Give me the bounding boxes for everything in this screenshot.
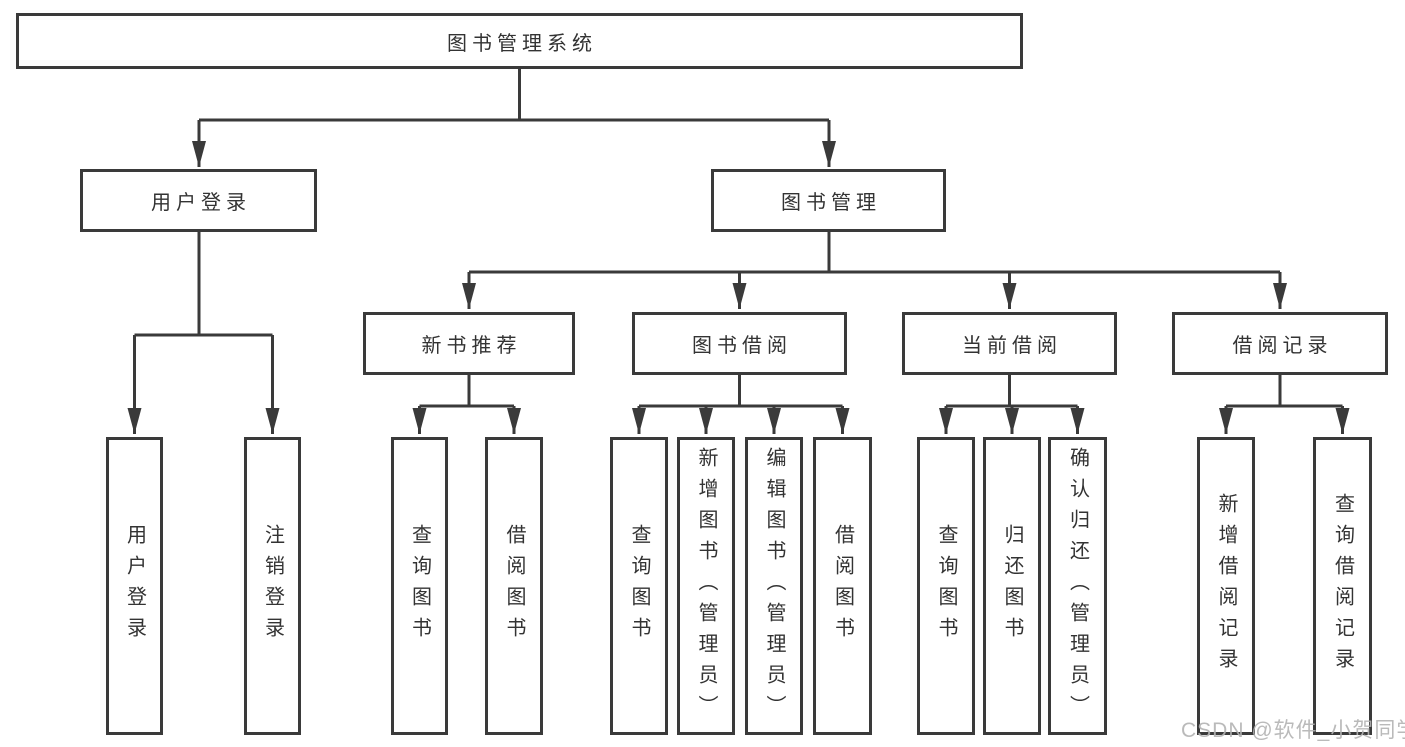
node-query-books-1: 查询图书 [391,437,448,735]
connector-new-book-recommendation-children [412,375,521,434]
node-query-books-3: 查询图书 [917,437,975,735]
connector-user-login-children [127,232,280,434]
connector-borrowing-records-children [1219,375,1350,434]
connector-current-borrowing-children [939,375,1085,434]
node-add-borrow-record: 新增借阅记录 [1197,437,1255,735]
node-book-management: 图书管理 [711,169,946,232]
watermark: CSDN @软件_小贺同学 [1181,719,1405,742]
node-user-login: 用户登录 [80,169,317,232]
node-confirm-return-admin: 确认归还（管理员） [1048,437,1107,735]
node-user-login-leaf: 用户登录 [106,437,163,735]
node-query-books-2: 查询图书 [610,437,668,735]
node-logout-leaf: 注销登录 [244,437,301,735]
node-root: 图书管理系统 [16,13,1023,69]
node-return-books: 归还图书 [983,437,1041,735]
connector-root-to-level2 [192,69,836,167]
connector-book-management-to-level3 [462,232,1287,309]
node-query-borrow-record: 查询借阅记录 [1313,437,1372,735]
node-new-book-recommendation: 新书推荐 [363,312,575,375]
connector-book-borrowing-children [632,375,850,434]
node-add-books-admin: 新增图书（管理员） [677,437,735,735]
node-book-borrowing: 图书借阅 [632,312,847,375]
node-edit-books-admin: 编辑图书（管理员） [745,437,803,735]
node-borrow-books-1: 借阅图书 [485,437,543,735]
node-borrowing-records: 借阅记录 [1172,312,1388,375]
node-borrow-books-2: 借阅图书 [813,437,872,735]
node-current-borrowing: 当前借阅 [902,312,1117,375]
